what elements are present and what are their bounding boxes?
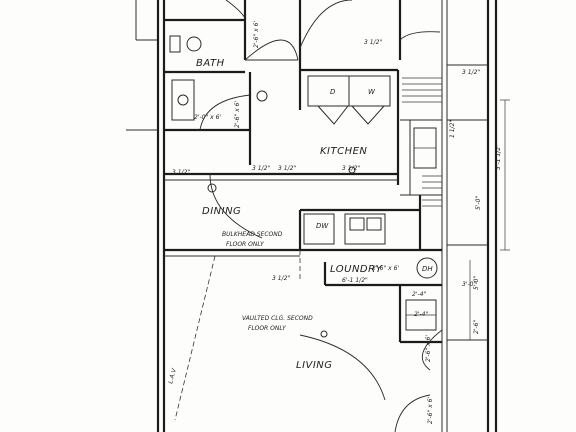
dim-bath-door: 2'-0" x 6' [194,114,221,121]
dim-hall-d: 3 1/2" [342,165,360,172]
bulkhead-note-1: BULKHEAD SECOND [222,231,283,238]
bath-door-swing [199,94,251,131]
dim-mid-right: 3'-1 1/2" [495,144,502,170]
dim-hall-c: 3 1/2" [278,165,296,172]
room-label-kitchen: KITCHEN [320,146,367,157]
dryer-symbol [317,105,349,125]
dim-closet-b: 2'-4" [414,311,428,318]
dim-top-a: 3 1/2" [364,39,382,46]
dining-light-symbol [207,183,217,193]
label-washer: W [368,88,376,96]
top-door-swing [299,0,353,49]
bottom-door-swing [394,394,431,432]
right-door-swing [421,329,443,371]
dim-right-a: 5'-0" [473,276,480,290]
dim-kitchen-right: 1 1/2" [449,120,456,138]
dim-bath-side: 2'-6" x 6' [234,101,241,128]
dashed-markings [165,250,301,421]
vaulted-dash [174,255,216,421]
room-label-bath: BATH [196,58,225,69]
door-swings [199,0,443,432]
bath-top-swing [225,0,246,19]
appliance-labels: DW D W DH [316,88,433,273]
label-dh: DH [422,265,433,273]
bath-toilet-tank [169,35,181,53]
ref-note: L.A.V [167,367,178,385]
dim-top-b: 3 1/2" [462,69,480,76]
bath-drain [177,94,189,106]
bath-toilet [186,36,202,52]
dishwasher-box [303,213,335,245]
living-door-swing [299,334,386,401]
sink-bowl-right [366,217,382,231]
laundry-machine [416,257,438,279]
label-dryer: D [330,88,336,96]
dim-hall-door: 2'-6" x 6' [253,21,260,48]
hall-fixture-symbol [256,90,268,102]
notes: BULKHEAD SECOND FLOOR ONLY VAULTED CLG. … [167,231,313,385]
dim-closet: 2'-4" [412,291,426,298]
kitchen-light-symbol [348,166,356,174]
sink-bowl-left [349,217,365,231]
sink-counter [344,213,386,245]
dining-door-swing [209,173,263,239]
dim-laundry-door: 2'-6" x 6' [372,265,399,272]
dim-hall-a: 3 1/2" [172,169,190,176]
dim-living-door: 2'-6" x 6' [425,335,432,362]
dim-laundry-sub: 6'-1 1/2" [342,277,368,284]
vaulted-note-1: VAULTED CLG. SECOND [242,315,313,322]
bath-tub [171,79,195,121]
hall-door-swing [244,39,299,61]
room-label-living: LIVING [296,360,333,371]
dimension-leaders [469,99,510,340]
dimension-labels: 2'-0" x 6' 2'-6" x 6' 2'-6" x 6' 3 1/2" … [172,21,502,424]
bulkhead-note-2: FLOOR ONLY [226,241,265,248]
washer-symbol [351,105,385,125]
dim-right-b: 2'-6" [473,320,480,334]
dim-side-far: 5'-0" [475,196,482,210]
room-labels: BATH KITCHEN DINING LOUNDRY LIVING [196,58,383,371]
vaulted-note-2: FLOOR ONLY [248,325,287,332]
label-dishwasher: DW [316,222,329,230]
dim-stair: 3'-0" [462,281,476,288]
room-label-laundry: LOUNDRY [330,264,383,275]
dim-bottom-right: 2'-6" x 6' [427,397,434,424]
living-light-symbol [320,330,328,338]
stair-treads-upper [402,77,442,103]
stair-treads-right [422,175,442,207]
dim-laundry-left: 3 1/2" [272,275,290,282]
fixtures [169,35,442,338]
dim-hall-b: 3 1/2" [252,165,270,172]
kitchen-door-swing [399,31,441,41]
room-label-dining: DINING [202,206,241,217]
